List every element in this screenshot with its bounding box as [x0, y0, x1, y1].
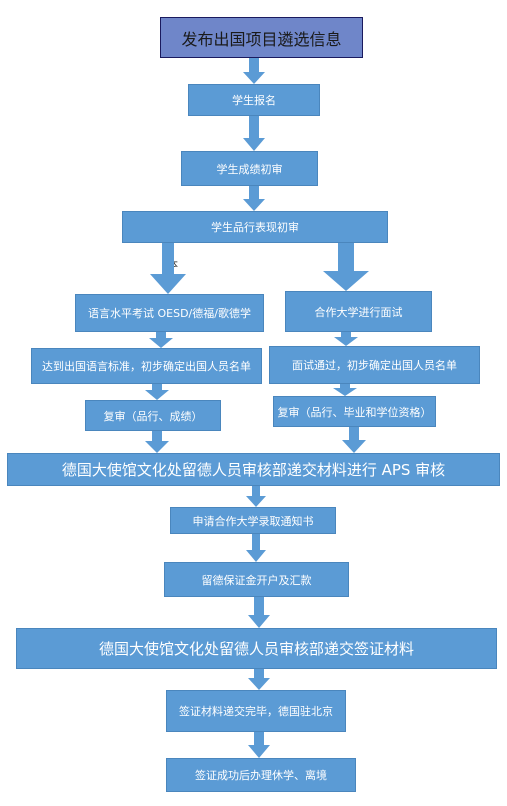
step-shuo-interview: 合作大学进行面试 — [285, 291, 432, 332]
step-ben-language: 语言水平考试 OESD/德福/歌德学 — [75, 294, 264, 332]
arrow-title-register — [243, 58, 265, 84]
step-grades-review: 学生成绩初审 — [181, 151, 318, 186]
step-register: 学生报名 — [188, 84, 320, 116]
arrow-ben-recheck-aps — [145, 431, 169, 453]
step-shuo-pass: 面试通过，初步确定出国人员名单 — [269, 346, 480, 384]
step-admission: 申请合作大学录取通知书 — [170, 507, 336, 534]
arrow-deposit-visa-submit — [248, 597, 270, 628]
arrow-shuo-interview-pass — [334, 332, 358, 346]
arrow-visa-submit-done — [248, 669, 270, 690]
arrow-grades-conduct — [243, 186, 265, 211]
arrow-conduct-shuo — [323, 243, 369, 291]
arrow-conduct-ben — [150, 243, 186, 294]
step-deposit: 留德保证金开户及汇款 — [164, 562, 349, 597]
arrow-aps-admission — [246, 486, 266, 507]
arrow-shuo-recheck-aps — [342, 427, 366, 453]
arrow-shuo-pass-recheck — [333, 384, 357, 396]
step-leave: 签证成功后办理休学、离境 — [166, 758, 356, 792]
step-visa-submit: 德国大使馆文化处留德人员审核部递交签证材料 — [16, 628, 497, 669]
arrow-ben-language-standard — [149, 332, 173, 348]
step-conduct-review: 学生品行表现初审 — [122, 211, 388, 243]
arrow-admission-deposit — [246, 534, 266, 562]
step-shuo-recheck: 复审（品行、毕业和学位资格） — [273, 396, 436, 427]
arrow-register-grades — [243, 116, 265, 151]
step-title: 发布出国项目遴选信息 — [160, 17, 363, 58]
arrow-ben-standard-recheck — [145, 384, 169, 400]
arrow-visa-done-leave — [248, 732, 270, 758]
step-ben-recheck: 复审（品行、成绩） — [85, 400, 221, 431]
step-visa-done: 签证材料递交完毕，德国驻北京 — [166, 690, 346, 732]
step-aps: 德国大使馆文化处留德人员审核部递交材料进行 APS 审核 — [7, 453, 500, 486]
step-ben-standard: 达到出国语言标准，初步确定出国人员名单 — [31, 348, 262, 384]
